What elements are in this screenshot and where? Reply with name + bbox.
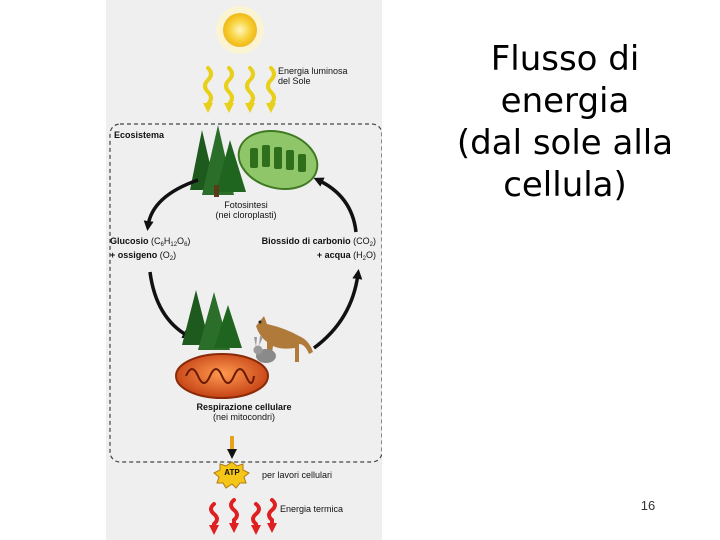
- trees-bottom-icon: [182, 290, 242, 350]
- respiration-label: Respirazione cellulare (nei mitocondri): [184, 402, 304, 422]
- atp-badge-label: ATP: [224, 468, 240, 477]
- oxygen-name: + ossigeno: [110, 250, 158, 260]
- heat-energy-waves: [209, 498, 277, 535]
- photosynthesis-name: Fotosintesi: [224, 200, 268, 210]
- diagram-graphics: [109, 6, 382, 535]
- title-line-3: (dal sole alla: [456, 123, 674, 163]
- co2-label: Biossido di carbonio (CO2) + acqua (H2O): [261, 236, 376, 262]
- title-line-4: cellula): [503, 165, 627, 205]
- sun-energy-line-2: del Sole: [278, 76, 311, 86]
- sun-energy-line-1: Energia luminosa: [278, 66, 348, 76]
- light-energy-waves: [203, 66, 276, 113]
- atp-badge-icon: [213, 461, 250, 489]
- photosynthesis-label: Fotosintesi (nei cloroplasti): [206, 200, 286, 220]
- ecosystem-boundary: [109, 123, 382, 463]
- cycle-arrows: [143, 177, 363, 350]
- title-line-2: energia: [500, 81, 630, 121]
- glucose-name: Glucosio: [110, 236, 149, 246]
- energy-flow-diagram: Energia luminosa del Sole Ecosistema Fot…: [106, 0, 382, 540]
- page-number: 16: [640, 498, 656, 513]
- glucose-label: Glucosio (C6H12O6) + ossigeno (O2): [110, 236, 191, 262]
- co2-name: Biossido di carbonio: [261, 236, 351, 246]
- water-name: + acqua: [316, 250, 351, 260]
- respiration-name: Respirazione cellulare: [196, 402, 292, 412]
- chloroplast-icon: [237, 130, 319, 190]
- photosynthesis-location: (nei cloroplasti): [215, 210, 277, 220]
- title-line-1: Flusso di: [490, 39, 640, 79]
- ecosystem-label: Ecosistema: [114, 130, 165, 140]
- sun-icon: [216, 6, 264, 54]
- rabbit-icon: [253, 336, 276, 363]
- sun-energy-label: Energia luminosa del Sole: [278, 66, 348, 86]
- atp-use-label: per lavori cellulari: [262, 470, 333, 480]
- mitochondrion-icon: [175, 353, 269, 399]
- respiration-location: (nei mitocondri): [212, 412, 276, 422]
- slide-title: Flusso di energia (dal sole alla cellula…: [420, 38, 710, 206]
- heat-energy-label: Energia termica: [280, 504, 344, 514]
- trees-top-icon: [190, 125, 246, 197]
